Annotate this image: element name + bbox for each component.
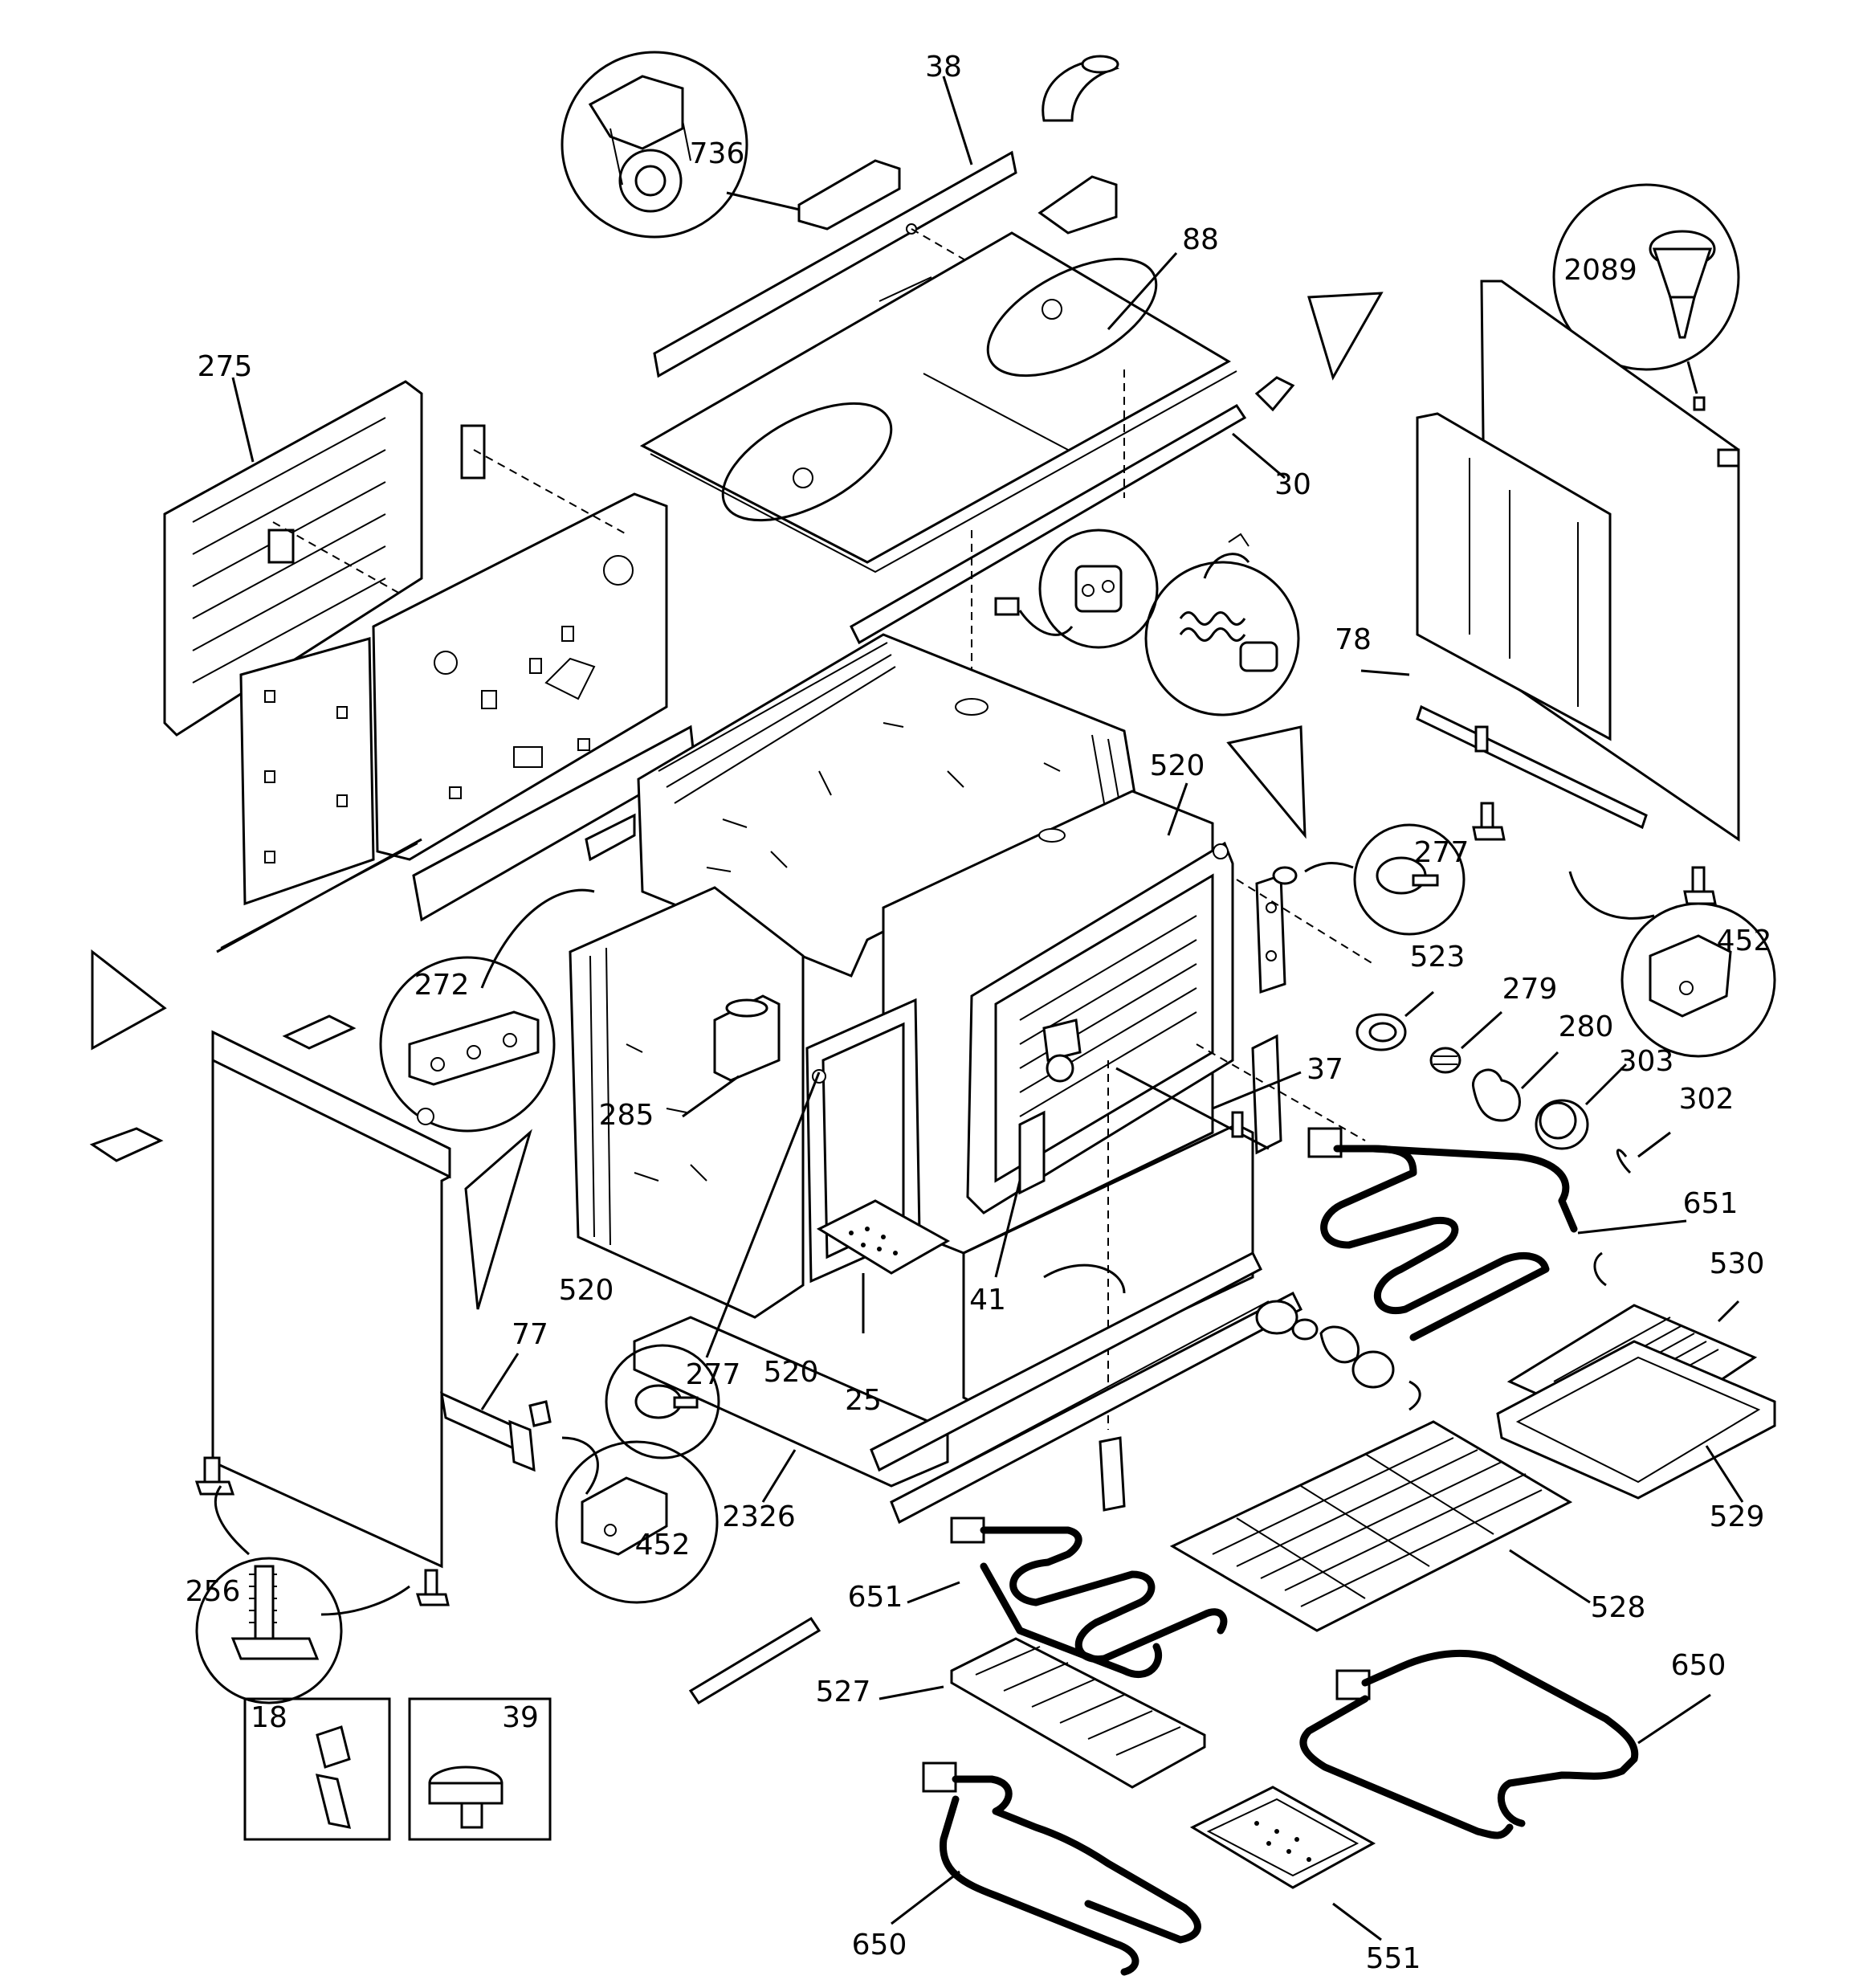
rail-30 xyxy=(850,369,1286,691)
leveling-leg-right-bottom xyxy=(415,1569,450,1606)
clip-302 xyxy=(1616,1131,1671,1174)
gusset-top-right xyxy=(1307,292,1384,381)
motor-bracket-736 xyxy=(797,159,901,231)
small-rack-527 xyxy=(879,1637,1206,1789)
label-529: 529 xyxy=(1710,1500,1765,1533)
label-38: 38 xyxy=(925,51,962,84)
lens-303 xyxy=(1535,1063,1628,1150)
rod-37 xyxy=(1115,1067,1302,1150)
inset-circle-736 xyxy=(561,51,804,239)
label-30: 30 xyxy=(1274,468,1311,501)
label-452-right: 452 xyxy=(1717,925,1772,957)
label-527: 527 xyxy=(816,1676,871,1708)
element-651-bottom xyxy=(907,1517,1228,1679)
label-2089: 2089 xyxy=(1563,254,1637,287)
label-520-top: 520 xyxy=(1150,749,1205,782)
label-280: 280 xyxy=(1559,1010,1614,1043)
label-256: 256 xyxy=(185,1575,241,1608)
terminal-rail xyxy=(216,725,696,989)
broil-pan-529 xyxy=(1496,1340,1776,1503)
corner-bracket-top-right xyxy=(1254,376,1295,412)
inset-circle-277-right xyxy=(1304,823,1466,936)
triangle-plate-left xyxy=(464,1129,532,1310)
label-651-bottom: 651 xyxy=(848,1581,903,1614)
element-650-bottom xyxy=(891,1761,1201,1976)
element-651-top xyxy=(1307,1127,1687,1341)
label-18: 18 xyxy=(251,1701,287,1734)
bulb-280 xyxy=(1472,1051,1559,1122)
leveling-leg-right xyxy=(1472,802,1717,905)
label-275: 275 xyxy=(198,350,253,383)
spring-279 xyxy=(1429,1010,1503,1074)
label-39: 39 xyxy=(502,1701,539,1734)
light-socket-523 xyxy=(1355,990,1434,1051)
left-side-panel xyxy=(211,1030,451,1569)
label-303: 303 xyxy=(1619,1045,1674,1078)
leveling-leg-left xyxy=(194,1456,235,1496)
triangle-plate-right xyxy=(1226,725,1307,839)
label-88: 88 xyxy=(1182,223,1219,256)
angle-strip-bottom xyxy=(688,1616,821,1705)
gusset-left xyxy=(91,949,167,1051)
small-strip-bottom xyxy=(1099,1436,1126,1512)
label-277-right: 277 xyxy=(1414,836,1470,869)
label-528: 528 xyxy=(1591,1591,1646,1624)
oven-insulation-lower xyxy=(569,886,805,1319)
right-inner-panel xyxy=(1416,412,1612,741)
inset-circle-452-right xyxy=(1568,871,1776,1058)
label-277-bottom: 277 xyxy=(686,1358,741,1391)
label-650-right: 650 xyxy=(1671,1649,1726,1682)
rail-78 xyxy=(1360,669,1648,830)
inset-circle-2089 xyxy=(1552,183,1740,411)
lower-rail xyxy=(870,1251,1302,1525)
inset-circle-spring xyxy=(1144,533,1300,716)
oven-rack-528 xyxy=(1169,1420,1591,1632)
label-78: 78 xyxy=(1335,623,1372,656)
label-2326: 2326 xyxy=(722,1500,796,1533)
inset-circle-277-bottom xyxy=(605,1072,821,1459)
small-plate-left xyxy=(89,1127,164,1162)
inset-circle-272 xyxy=(379,956,556,1133)
small-plate-mid-left xyxy=(282,1014,357,1050)
inset-box-39 xyxy=(408,1697,552,1841)
label-530: 530 xyxy=(1710,1247,1765,1280)
label-551: 551 xyxy=(1366,1942,1421,1975)
label-650-bottom: 650 xyxy=(852,1929,907,1961)
inset-circle-452-bottom xyxy=(555,1440,719,1604)
label-37: 37 xyxy=(1307,1053,1343,1086)
bottom-plate-2326 xyxy=(633,1316,949,1503)
element-285 xyxy=(682,994,781,1118)
inset-circle-hinge-plate xyxy=(994,529,1159,649)
label-651-top: 651 xyxy=(1683,1187,1739,1220)
small-plate-top xyxy=(1037,175,1118,235)
label-302: 302 xyxy=(1679,1083,1735,1116)
plate-25 xyxy=(816,1199,951,1333)
lamp-assembly-lower xyxy=(1255,1300,1421,1411)
back-panel-275 xyxy=(163,377,423,737)
label-523: 523 xyxy=(1410,941,1466,974)
bracket-77 xyxy=(440,1353,599,1495)
label-77: 77 xyxy=(512,1318,548,1351)
label-272: 272 xyxy=(414,969,470,1002)
back-wall-panel xyxy=(272,424,668,861)
lower-left-panel xyxy=(239,637,375,906)
hinge-bracket-right xyxy=(1196,866,1374,1155)
inset-box-18 xyxy=(243,1697,391,1841)
label-25: 25 xyxy=(845,1384,882,1417)
label-285: 285 xyxy=(599,1099,654,1132)
tray-551 xyxy=(1189,1786,1382,1941)
inset-circle-256 xyxy=(195,1485,410,1704)
label-736: 736 xyxy=(690,137,745,170)
label-520-left: 520 xyxy=(559,1274,614,1307)
label-41: 41 xyxy=(969,1284,1006,1316)
label-279: 279 xyxy=(1502,973,1558,1006)
label-452-bottom: 452 xyxy=(635,1529,691,1561)
part-labels: 38 736 88 2089 275 30 78 520 277 452 272… xyxy=(185,51,1772,1975)
top-panel-88 xyxy=(639,231,1237,574)
element-650-right xyxy=(1299,1650,1711,1839)
label-520-bottom: 520 xyxy=(764,1356,819,1389)
